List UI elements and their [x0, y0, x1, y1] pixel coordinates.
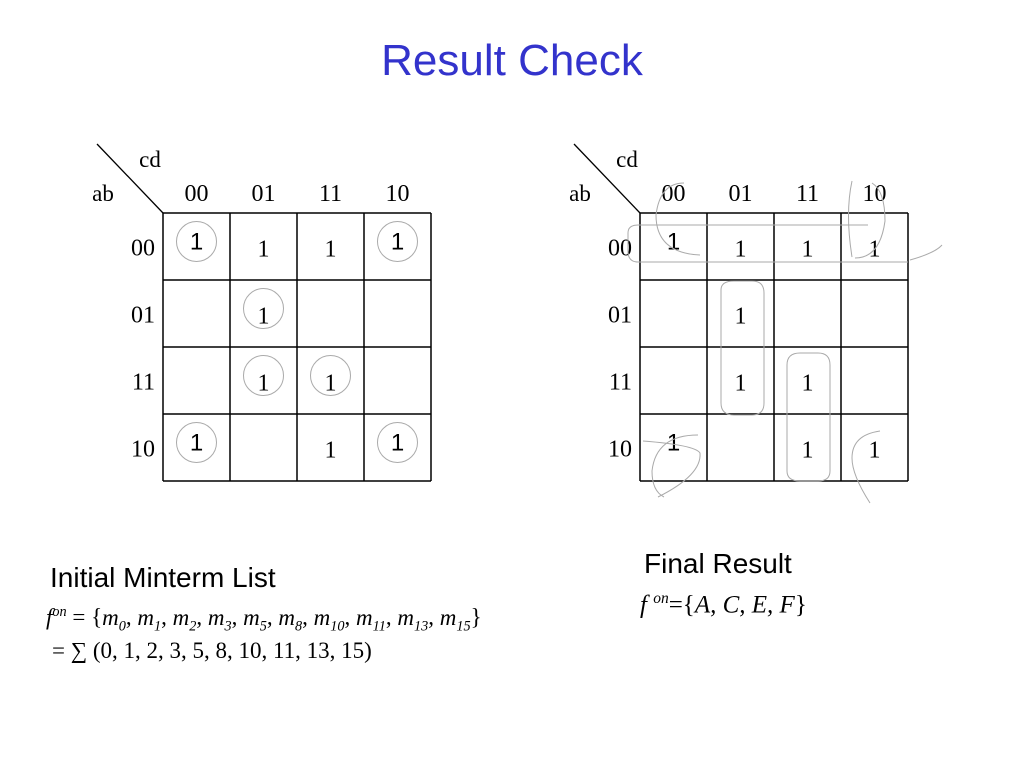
- kmap-initial-col-label-00: 00: [185, 181, 209, 207]
- kmap-initial-col-label-11: 11: [319, 181, 342, 207]
- kmap-initial-col-var: cd: [139, 147, 161, 172]
- kmap-initial-cell-11-01: 1: [258, 371, 270, 397]
- kmap-final-group-corner-top-right: [848, 180, 853, 258]
- final-f-symbol: f: [640, 591, 654, 619]
- kmap-final-cell-11-11: 1: [802, 371, 814, 397]
- kmap-initial-cell-10-11: 1: [325, 438, 337, 464]
- kmap-final-row-var: ab: [569, 181, 591, 206]
- kmap-final-row-label-11: 11: [609, 370, 632, 396]
- minterm-m11: m11: [356, 604, 386, 635]
- kmap-initial-cell-00-01: 1: [258, 237, 270, 263]
- kmap-initial-cell-circle: [176, 422, 217, 463]
- minterm-m2: m2: [172, 604, 197, 635]
- kmap-final-group-corner-bottom-left-2: [642, 440, 701, 498]
- kmap-initial-cell-10-00: 1: [190, 430, 203, 457]
- minterm-items: m0, m1, m2, m3, m5, m8, m10, m11, m13, m…: [102, 604, 471, 635]
- final-result-heading: Final Result: [644, 548, 792, 579]
- kmap-final-group-col-01: [720, 280, 765, 416]
- kmap-final-row-label-01: 01: [608, 303, 632, 329]
- minterm-m3: m3: [207, 604, 232, 635]
- minterm-m13: m13: [397, 604, 429, 635]
- f-superscript: on: [52, 604, 67, 620]
- kmap-final-col-label-11: 11: [796, 181, 819, 207]
- minterm-m0: m0: [102, 604, 126, 635]
- kmap-initial-cell-circle: [176, 221, 217, 262]
- kmap-initial-cell-01-01: 1: [258, 304, 270, 330]
- final-f-superscript: on: [653, 590, 669, 607]
- kmap-initial-cell-00-00: 1: [190, 229, 203, 256]
- final-result-expression: f on={A, C, E, F}: [640, 590, 807, 619]
- kmap-initial-cell-circle: [377, 422, 418, 463]
- kmap-final-row-label-10: 10: [608, 437, 632, 463]
- kmap-initial-cell-circle: [310, 355, 351, 396]
- kmap-final-group-col-11: [786, 352, 831, 482]
- kmap-final-diagonal: [573, 143, 641, 214]
- kmap-final-group-corner-top-left: [655, 182, 701, 256]
- kmap-initial-cell-10-10: 1: [391, 430, 404, 457]
- kmap-initial-cell-00-10: 1: [391, 229, 404, 256]
- kmap-initial-row-label-00: 00: [131, 236, 155, 262]
- kmap-final-group-corner-top-right-2: [854, 182, 886, 259]
- kmap-initial-diagonal: [96, 143, 164, 214]
- initial-minterm-list: fon = {m0, m1, m2, m3, m5, m8, m10, m11,…: [46, 604, 482, 635]
- kmap-final-col-label-01: 01: [729, 181, 753, 207]
- equals-brace: = {: [66, 604, 103, 630]
- minterm-m15: m15: [439, 604, 471, 635]
- kmap-final-cell-10-00: 1: [667, 430, 680, 457]
- kmap-initial-col-label-10: 10: [386, 181, 410, 207]
- close-brace: }: [470, 604, 482, 630]
- slide-title: Result Check: [381, 36, 643, 85]
- f-symbol: f: [46, 604, 53, 630]
- kmap-final-cell-10-10: 1: [869, 438, 881, 464]
- kmap-final-cell-11-01: 1: [735, 371, 747, 397]
- kmap-final-cell-10-11: 1: [802, 438, 814, 464]
- kmap-final-cell-01-01: 1: [735, 304, 747, 330]
- kmap-final-cell-00-01: 1: [735, 237, 747, 263]
- minterm-m10: m10: [313, 604, 345, 635]
- final-equals-brace: ={: [668, 591, 695, 619]
- minterm-m5: m5: [243, 604, 267, 635]
- kmap-initial-row-label-10: 10: [131, 437, 155, 463]
- kmap-initial-cell-circle: [377, 221, 418, 262]
- kmap-initial-row-label-01: 01: [131, 303, 155, 329]
- kmap-final-group-corner-bottom-left: [651, 434, 699, 498]
- kmap-final-group-row-00: [627, 224, 908, 263]
- kmap-initial-col-label-01: 01: [252, 181, 276, 207]
- kmap-final-group-corner-bottom-right: [851, 430, 881, 504]
- kmap-initial-cell-circle: [243, 288, 284, 329]
- final-vars: A, C, E, F: [694, 591, 795, 619]
- kmap-final-group-row-00-tail: [909, 244, 943, 261]
- initial-minterm-heading: Initial Minterm List: [50, 562, 276, 593]
- kmap-final-col-var: cd: [616, 147, 638, 172]
- final-close-brace: }: [794, 591, 807, 619]
- kmap-initial-cell-11-11: 1: [325, 371, 337, 397]
- kmap-initial-cell-circle: [243, 355, 284, 396]
- kmap-initial-row-var: ab: [92, 181, 114, 206]
- kmap-initial-cell-00-11: 1: [325, 237, 337, 263]
- kmap-final-cell-00-00: 1: [667, 229, 680, 256]
- kmap-initial-row-label-11: 11: [132, 370, 155, 396]
- kmap-final-cell-00-11: 1: [802, 237, 814, 263]
- minterm-m1: m1: [137, 604, 162, 635]
- minterm-sum-line: = ∑ (0, 1, 2, 3, 5, 8, 10, 11, 13, 15): [52, 638, 372, 663]
- minterm-m8: m8: [278, 604, 303, 635]
